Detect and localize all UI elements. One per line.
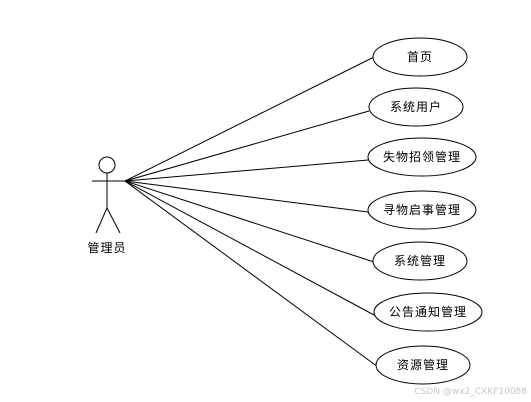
actor-head	[98, 156, 116, 174]
actor-left-leg	[95, 207, 108, 234]
use-case-ellipse	[367, 137, 477, 177]
use-case-system-users: 系统用户	[368, 87, 464, 127]
use-case-lost-item-notice-management: 寻物启事管理	[367, 190, 477, 230]
use-case-label-system-users: 系统用户	[390, 99, 442, 114]
use-case-resource-management: 资源管理	[375, 345, 471, 385]
association-lines	[124, 56, 379, 368]
actor-label: 管理员	[87, 240, 126, 255]
use-case-home: 首页	[372, 37, 468, 77]
association-lost-found-management	[124, 159, 369, 182]
association-resource-management	[124, 180, 379, 368]
use-case-label-lost-found-management: 失物招领管理	[383, 149, 461, 164]
use-case-label-system-management: 系统管理	[394, 253, 446, 268]
use-case-ellipse	[373, 292, 483, 332]
use-case-label-lost-item-notice-management: 寻物启事管理	[383, 202, 461, 217]
use-case-label-notice-management: 公告通知管理	[389, 304, 467, 319]
use-case-lost-found-management: 失物招领管理	[367, 137, 477, 177]
association-system-users	[124, 110, 370, 182]
association-lost-item-notice-management	[124, 180, 369, 213]
use-case-ellipse	[367, 190, 477, 230]
use-case-notice-management: 公告通知管理	[373, 292, 483, 332]
association-notice-management	[124, 180, 375, 316]
association-home	[124, 56, 375, 182]
use-case-ellipse	[372, 241, 468, 281]
use-case-ellipse	[375, 345, 471, 385]
watermark-text: CSDN @wx2_CXKF10088	[414, 387, 527, 397]
actor-right-leg	[106, 207, 121, 234]
use-case-label-home: 首页	[407, 50, 433, 64]
association-system-management	[124, 180, 375, 263]
use-case-ellipse	[368, 87, 464, 127]
use-case-system-management: 系统管理	[372, 241, 468, 281]
use-case-label-resource-management: 资源管理	[397, 357, 449, 372]
actor: 管理员	[87, 156, 126, 255]
use-case-ellipse	[372, 37, 468, 77]
